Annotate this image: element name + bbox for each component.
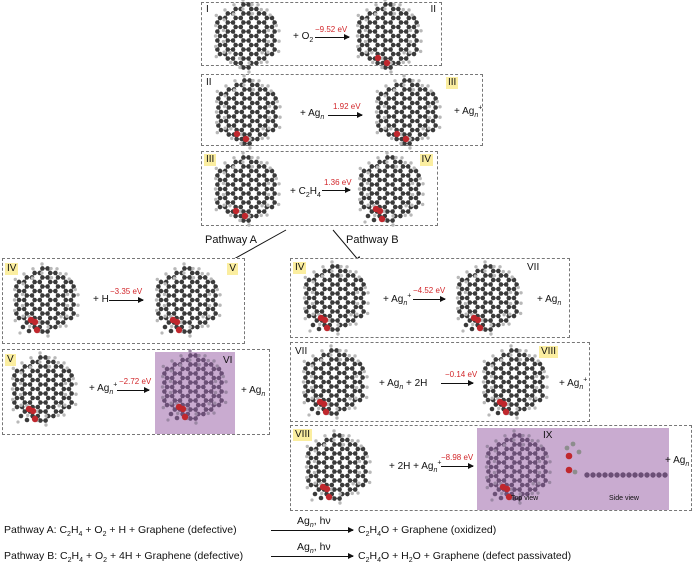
structure-label: V: [5, 354, 16, 366]
reagent-text: + 2H + Agn+: [389, 459, 442, 474]
reaction-arrow: [117, 387, 150, 393]
graphene-molecule: [484, 429, 552, 505]
structure-label: II: [430, 4, 436, 15]
reagent-text: + Agn+: [454, 104, 483, 119]
panel-step-a1: IV V + H −3.35 eV: [2, 258, 245, 344]
graphene-molecule: [481, 344, 549, 420]
reaction-arrow: [441, 463, 474, 469]
reaction-arrow: [441, 380, 474, 386]
graphene-molecule: [374, 74, 442, 150]
reaction-arrow: [413, 296, 446, 302]
structure-label: III: [446, 77, 459, 89]
top-view-label: Top view: [511, 495, 539, 502]
structure-label: II: [206, 77, 212, 88]
equation-condition: Agn, hν: [297, 541, 331, 556]
reaction-energy: −0.14 eV: [445, 370, 478, 379]
reaction-energy: −2.72 eV: [119, 377, 152, 386]
graphene-molecule: [304, 429, 372, 505]
graphene-molecule: [355, 0, 423, 74]
equation-rhs: C2H4O + H2O + Graphene (defect passivate…: [358, 550, 572, 565]
reaction-arrow: [109, 297, 144, 303]
equation-lhs: Pathway B: C2H4 + O2 + 4H + Graphene (de…: [4, 550, 244, 565]
reagent-text: + Agn: [241, 385, 266, 398]
panel-step-3: III IV + C2H4 1.36 eV: [201, 151, 438, 227]
structure-label: III: [204, 154, 217, 166]
equation-condition: Agn, hν: [297, 515, 331, 530]
pathway-b-label: Pathway B: [346, 234, 399, 246]
reagent-text: + Agn: [537, 294, 562, 307]
graphene-molecule: [213, 151, 281, 227]
reaction-arrow: [322, 187, 351, 193]
graphene-molecule: [10, 351, 78, 427]
panel-step-1: I II + O2 −9.52 eV: [201, 0, 442, 74]
equation-rhs: C2H4O + Graphene (oxidized): [358, 524, 497, 539]
reagent-text: + Agn: [300, 108, 325, 121]
graphene-molecule: [154, 262, 222, 338]
panel-step-2: II III + Agn 1.92 eV + Agn+: [201, 74, 483, 150]
reaction-energy: −3.35 eV: [110, 287, 143, 296]
reagent-text: + Agn: [665, 455, 690, 468]
equation-arrow: [271, 553, 354, 559]
structure-label: V: [227, 263, 238, 275]
equation-pathway-b: Pathway B: C2H4 + O2 + 4H + Graphene (de…: [4, 550, 244, 565]
panel-step-b1: IV VII + Agn+ −4.52 eV + Agn: [290, 258, 570, 338]
panel-step-a2: V + Agn+ −2.72 eV VI + Agn: [2, 349, 270, 435]
reagent-text: + Agn+: [89, 381, 118, 396]
panel-step-b2: VII VIII + Agn + 2H −0.14 eV + Agn+: [290, 342, 590, 422]
graphene-molecule: [357, 151, 425, 227]
graphene-molecule: [160, 349, 228, 425]
reaction-energy: −9.52 eV: [315, 25, 348, 34]
equation-arrow: [271, 527, 354, 533]
reaction-energy: −4.52 eV: [413, 286, 446, 295]
graphene-molecule: [214, 74, 282, 150]
reagent-text: + Agn + 2H: [379, 378, 428, 391]
pathway-a-label: Pathway A: [205, 234, 257, 246]
equation-lhs: Pathway A: C2H4 + O2 + H + Graphene (def…: [4, 524, 237, 539]
reaction-energy: 1.92 eV: [333, 102, 361, 111]
reaction-energy: −8.98 eV: [441, 453, 474, 462]
structure-label: IX: [543, 430, 553, 441]
structure-label: VIII: [293, 429, 313, 441]
graphene-molecule: [302, 260, 370, 336]
structure-label: VII: [527, 262, 540, 273]
structure-label: VIII: [539, 346, 559, 358]
side-view-molecule: [564, 441, 582, 475]
graphene-molecule: [12, 262, 80, 338]
reaction-energy: 1.36 eV: [324, 178, 352, 187]
reagent-text: + O2: [293, 31, 314, 44]
structure-label: I: [206, 4, 209, 15]
structure-label: IV: [293, 262, 307, 274]
equation-pathway-a: Pathway A: C2H4 + O2 + H + Graphene (def…: [4, 524, 237, 539]
reagent-text: + Agn+: [559, 376, 588, 391]
reaction-arrow: [315, 34, 350, 40]
side-view-layer: [584, 472, 668, 478]
reagent-text: + H: [93, 294, 109, 305]
reaction-arrow: [328, 112, 363, 118]
structure-label: VI: [223, 355, 233, 366]
reagent-text: + Agn+: [383, 292, 412, 307]
reagent-text: + C2H4: [290, 186, 321, 199]
structure-label: IV: [5, 263, 19, 275]
panel-step-b3: VIII + 2H + Agn+ −8.98 eV IX Top view Si…: [290, 425, 692, 511]
structure-label: VII: [295, 346, 308, 357]
structure-label: IV: [419, 154, 433, 166]
graphene-molecule: [455, 260, 523, 336]
side-view-label: Side view: [609, 495, 639, 502]
graphene-molecule: [213, 0, 281, 74]
graphene-molecule: [301, 344, 369, 420]
